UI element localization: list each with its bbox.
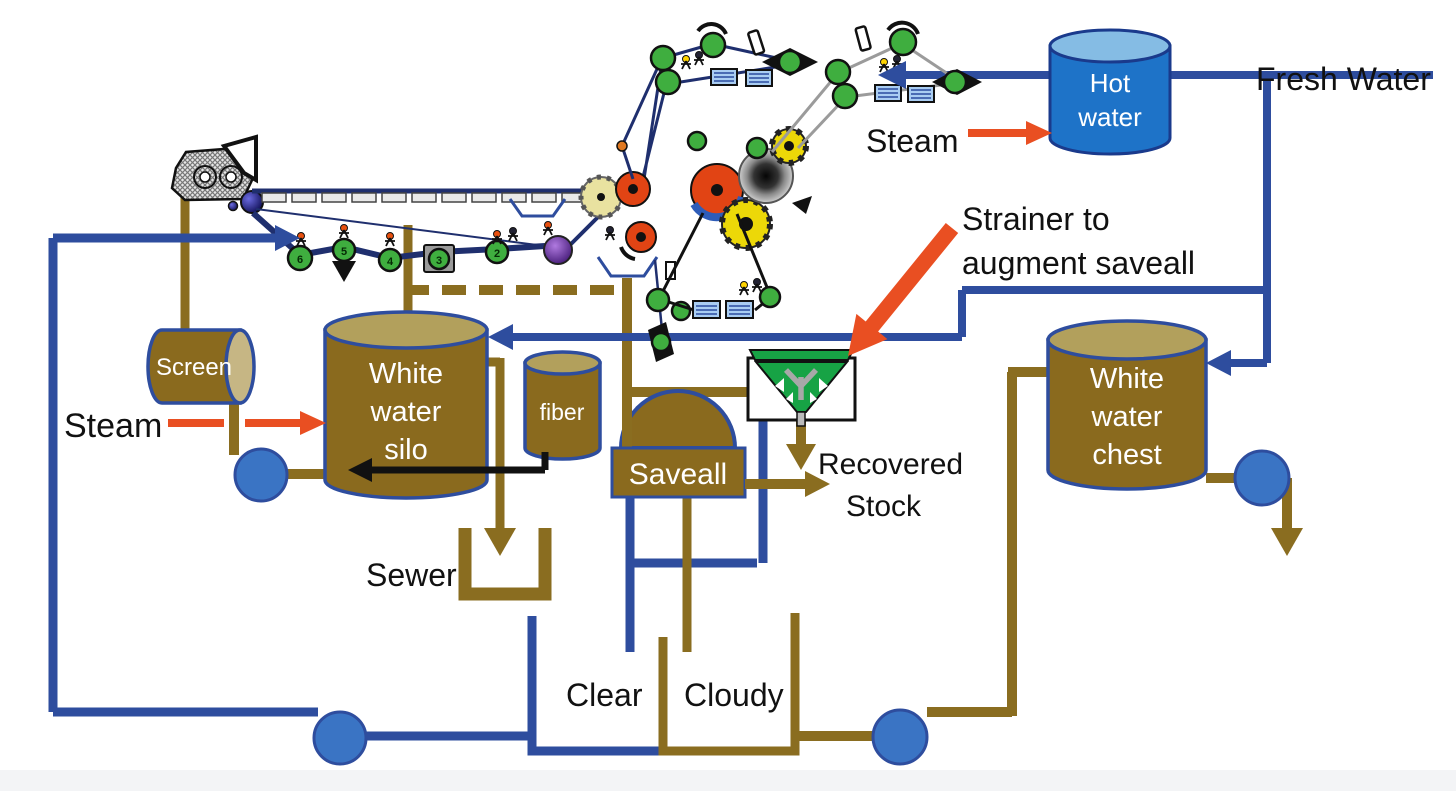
fiber-label: fiber [540,399,585,425]
roll-number: 5 [341,246,347,258]
recovered-stock-arrowhead [805,471,830,497]
chest-label-1: White [1090,363,1164,395]
saveall-label: Saveall [629,458,727,491]
white-water-silo: White water silo [323,310,489,500]
bottom-strip [0,770,1456,791]
strainer [746,349,857,427]
paper-machine: 6 5 4 3 2 [170,20,982,362]
clear-tank [527,616,660,756]
pipes [48,71,1433,741]
recovered-line2: Stock [846,490,922,523]
clear-label: Clear [566,677,643,713]
fiber-return-arrowhead [348,458,372,482]
chest-down-arrowhead [1271,528,1303,556]
strainer-callout-arrow [848,223,959,356]
silo-label-2: water [370,396,442,428]
recovered-line1: Recovered [818,448,963,481]
flow-arrows [53,61,1303,556]
wire-roll-6 [286,244,314,272]
wire-roll-3 [427,247,451,271]
dryer-cluster-2 [770,20,982,153]
wire-roll-4 [377,247,403,273]
headbox [170,134,258,202]
screen-label: Screen [156,354,232,381]
roll-number: 4 [387,256,394,268]
white-water-chest: White water chest [1046,319,1208,491]
chest-label-3: chest [1092,439,1161,471]
couch-pit-bracket [596,256,659,278]
fresh-to-silo-line [505,286,1267,341]
strainer-spout [796,411,806,427]
into-chest-arrowhead [1206,350,1231,376]
roll-number: 6 [297,254,303,266]
pump-to-chest-pipe [927,367,1048,717]
wire-roll-2 [484,239,510,265]
roll-number: 3 [436,255,442,267]
steam-arrow-silo [168,411,326,435]
chest-pump [1233,449,1291,507]
tray-bracket [508,198,567,218]
saveall-box [610,446,747,499]
cloudy-label: Cloudy [684,677,784,713]
silo-label-1: White [369,358,443,390]
doctor-blade [792,196,812,214]
couch-roll [543,235,573,265]
clear-recirculation-line [48,238,318,717]
strainer-note-line1: Strainer to [962,201,1110,237]
strainer-rotor [783,368,819,400]
transfer-rolls [648,261,692,362]
steam-silo-label: Steam [64,407,162,445]
screen-vessel: Screen [146,328,256,405]
fiber-tank: fiber [523,350,602,461]
sewer-pit [458,528,552,601]
fiber-return-line [372,452,549,474]
felt-stretcher [854,25,872,52]
screen-pump [233,447,289,503]
wire-section: 6 5 4 3 2 [251,188,664,331]
roll-mount [332,261,356,282]
felt-shower-arrowhead [878,61,906,89]
pumps [233,447,1291,766]
steam-hot-label: Steam [866,123,958,159]
drainage-foils [261,192,587,203]
hot-water-tank: Hot water [1048,28,1172,156]
silo-label-3: silo [384,434,428,466]
felt-stretcher [747,29,766,56]
saveall-unit: Saveall [610,389,747,499]
chest-label-2: water [1091,401,1163,433]
wire-shower-arrowhead [275,225,300,251]
vessels: Screen White water silo fiber Hot water [146,28,1208,756]
clear-water-pump [312,710,368,766]
strainer-out-arrowhead [786,444,816,470]
cloudy-water-pump [871,708,929,766]
sewer-label: Sewer [366,557,457,593]
press-section [578,60,812,319]
strainer-note-line2: augment saveall [962,245,1195,281]
text-labels: Fresh Water Steam Strainer to augment sa… [64,61,1431,713]
into-silo-arrowhead [488,324,513,350]
hot-water-label-2: water [1077,102,1142,132]
hot-water-label-1: Hot [1090,68,1131,98]
fresh-water-label: Fresh Water [1256,61,1431,97]
strainer-lid [748,349,855,361]
steam-arrow-hot-water [968,121,1052,145]
roll-number: 2 [494,248,500,260]
cloudy-tank [658,613,800,756]
silo-overflow-pipe [487,357,505,530]
sewer-arrowhead [484,528,516,556]
dryer-cluster-1 [616,22,818,180]
guide-roll [227,200,239,212]
